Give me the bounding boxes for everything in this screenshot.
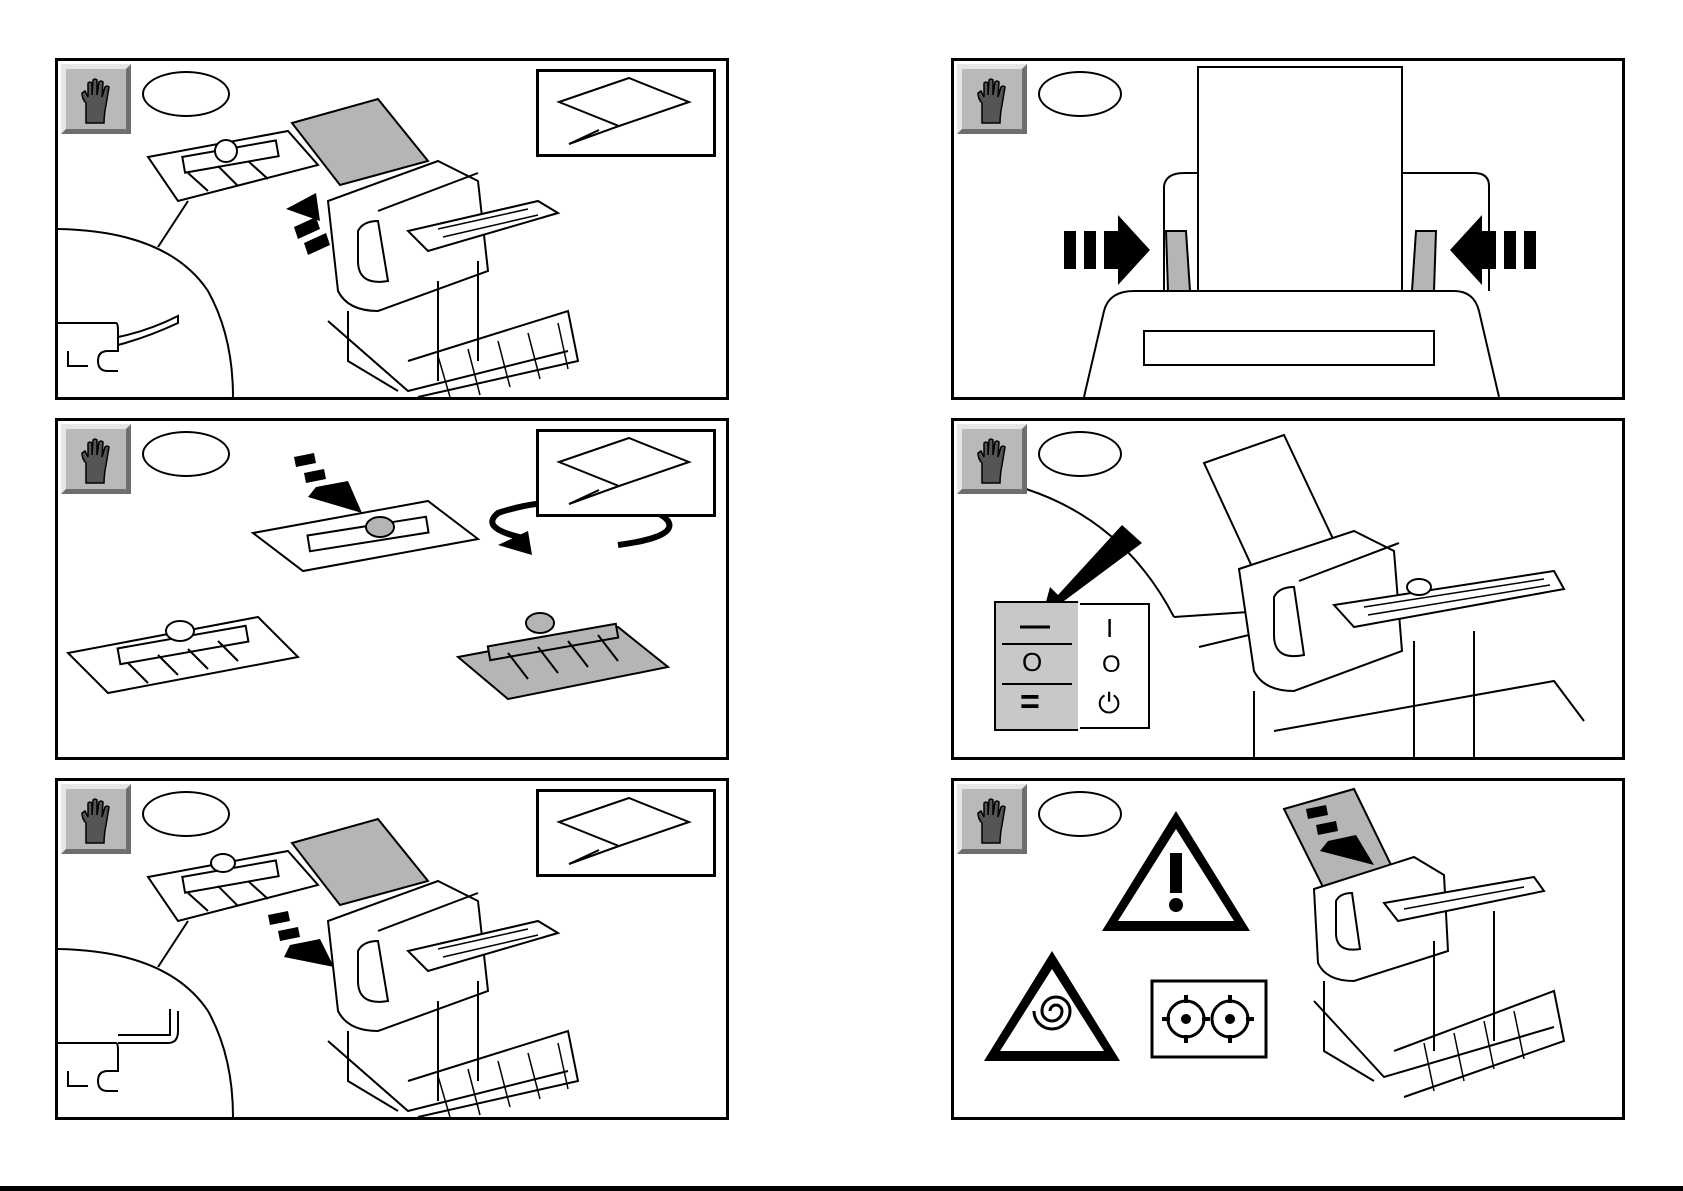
fold-diagram-icon [539, 72, 713, 154]
hand-icon [972, 435, 1012, 485]
hand-badge [957, 424, 1027, 494]
hand-icon [972, 75, 1012, 125]
step-number-oval [1038, 431, 1122, 477]
fold-diagram-icon [539, 432, 713, 514]
fold-type-diagram [536, 789, 716, 877]
step-number-oval [1038, 71, 1122, 117]
page-bottom-edge [0, 1186, 1683, 1191]
step-number-oval [142, 71, 230, 117]
step-panel-6 [951, 778, 1625, 1120]
power-switch-legend: I O ⏻ [1080, 603, 1150, 729]
step-number-oval [142, 791, 230, 837]
hand-badge [957, 64, 1027, 134]
step-panel-4 [951, 58, 1625, 400]
hand-badge [957, 784, 1027, 854]
rocker-symbol-standby: = [1020, 683, 1040, 722]
step-number-oval [142, 431, 230, 477]
step-panel-1 [55, 58, 729, 400]
label-off: O [1102, 651, 1121, 679]
power-rocker: — O = [996, 603, 1078, 729]
gears-hazard-icon [1152, 981, 1266, 1057]
warning-exclamation-icon [1102, 811, 1250, 931]
fold-diagram-icon [539, 792, 713, 874]
hand-icon [972, 795, 1012, 845]
hand-icon [76, 435, 116, 485]
rocker-symbol-off: O [1022, 647, 1042, 678]
step-panel-5: — O = I O ⏻ [951, 418, 1625, 760]
hand-badge [61, 424, 131, 494]
hand-badge [61, 784, 131, 854]
rocker-symbol-on: — [1020, 609, 1050, 643]
step-panel-3 [55, 778, 729, 1120]
hand-icon [76, 75, 116, 125]
power-switch: — O = I O ⏻ [994, 601, 1078, 731]
fold-type-diagram [536, 429, 716, 517]
fold-type-diagram [536, 69, 716, 157]
power-icon: ⏻ [1098, 687, 1120, 721]
step-number-oval [1038, 791, 1122, 837]
label-on: I [1106, 613, 1113, 644]
rotating-hazard-icon [984, 951, 1120, 1061]
step-panel-2 [55, 418, 729, 760]
hand-icon [76, 795, 116, 845]
hand-badge [61, 64, 131, 134]
